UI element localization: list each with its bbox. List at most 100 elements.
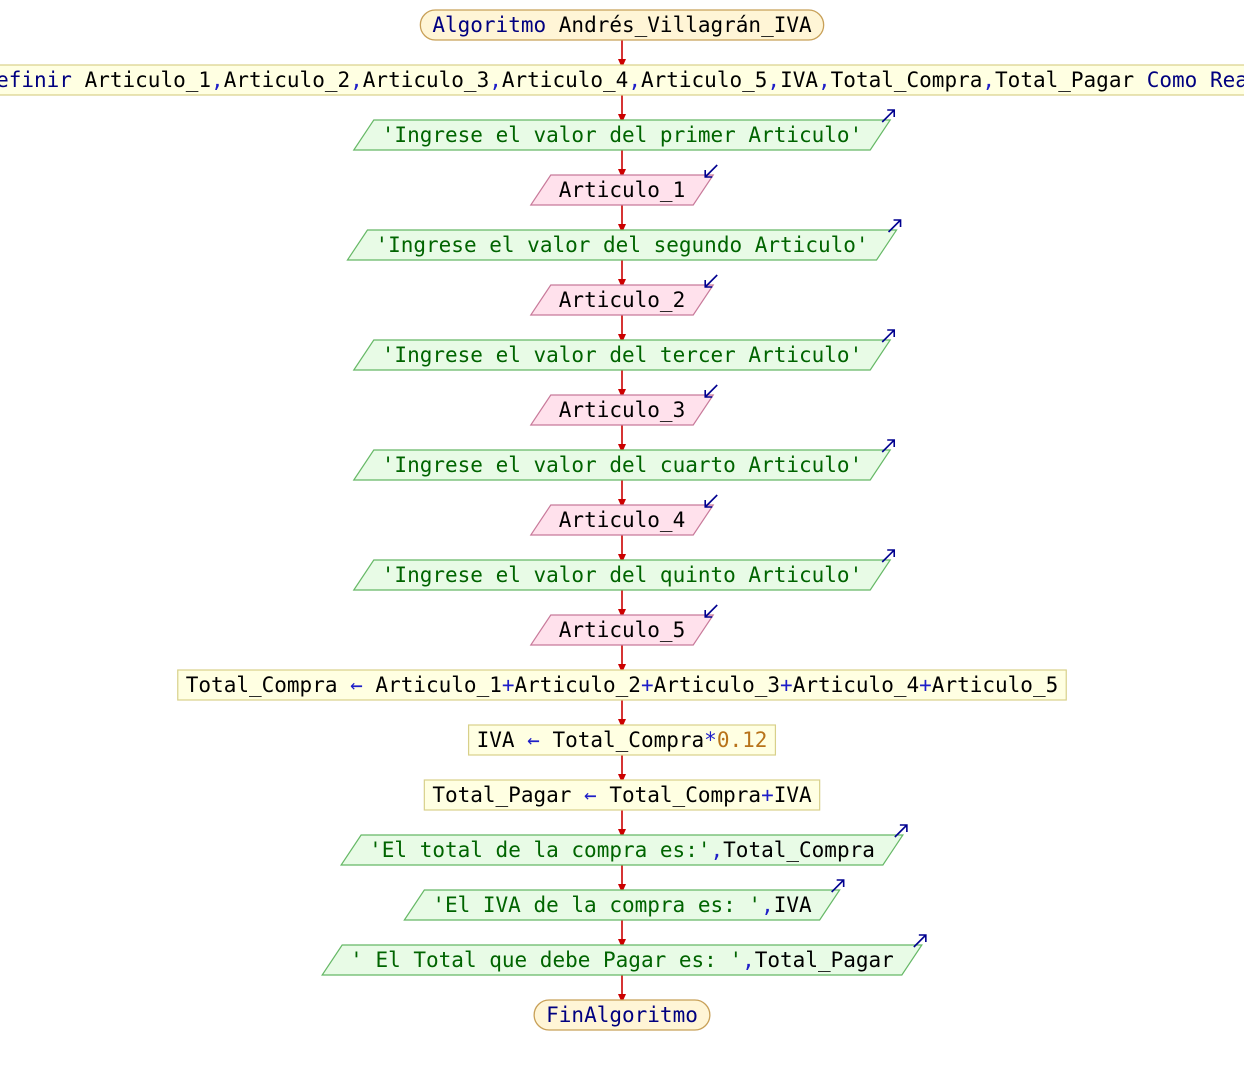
label-token: Total_Pagar — [432, 783, 571, 807]
output-arrow-icon — [881, 549, 896, 563]
node-label: Total_Pagar ← Total_Compra+IVA — [432, 783, 812, 807]
output-arrow-icon — [894, 824, 908, 838]
label-token: Total_Compra — [723, 838, 875, 862]
label-token: 0.12 — [717, 728, 768, 752]
flow-nodes: Algoritmo Andrés_Villagrán_IVA Definir Ar… — [0, 9, 1244, 1031]
input-shape — [529, 394, 715, 426]
flow-node-process: Total_Pagar ← Total_Compra+IVA — [423, 779, 821, 811]
node-label: Total_Compra ← Articulo_1+Articulo_2+Art… — [186, 673, 1058, 697]
flow-node-process: Definir Articulo_1,Articulo_2,Articulo_3… — [0, 64, 1244, 96]
label-token: 'El total de la compra es:' — [369, 838, 710, 862]
terminal-shape — [419, 9, 825, 41]
label-token: ' El Total que debe Pagar es: ' — [350, 948, 742, 972]
label-token: Total_Compra — [186, 673, 338, 697]
label-token: Total_Compra — [552, 728, 704, 752]
output-shape — [403, 889, 841, 921]
flow-node-input: Articulo_1 — [529, 164, 718, 206]
label-token: Real — [1197, 68, 1244, 92]
label-token: , — [211, 68, 224, 92]
label-token: 'El IVA de la compra es: ' — [432, 893, 761, 917]
node-label: Articulo_4 — [559, 508, 685, 532]
terminal-shape — [533, 999, 711, 1031]
output-shape — [321, 944, 923, 976]
output-arrow-icon — [887, 219, 902, 233]
input-arrow-icon — [704, 274, 718, 288]
process-shape — [177, 669, 1067, 701]
flow-node-output: 'Ingrese el valor del quinto Articulo' — [352, 549, 896, 591]
label-token: 'Ingrese el valor del tercer Articulo' — [382, 343, 862, 367]
label-token: Definir — [0, 68, 72, 92]
output-shape — [346, 229, 898, 261]
label-token: + — [761, 783, 774, 807]
label-token: , — [489, 68, 502, 92]
node-label: 'El total de la compra es:',Total_Compra — [369, 838, 875, 862]
label-token: 'Ingrese el valor del primer Articulo' — [382, 123, 862, 147]
output-arrow-icon — [913, 934, 927, 948]
label-token: Articulo_2 — [515, 673, 641, 697]
label-token: Articulo_3 — [363, 68, 489, 92]
label-token: Articulo_4 — [502, 68, 628, 92]
label-token: ← — [337, 673, 375, 697]
process-shape — [0, 64, 1244, 96]
output-shape — [352, 119, 892, 151]
label-token: , — [350, 68, 363, 92]
output-shape — [352, 339, 892, 371]
node-label: 'Ingrese el valor del cuarto Articulo' — [382, 453, 862, 477]
label-token: * — [704, 728, 717, 752]
label-token: Algoritmo — [432, 13, 546, 37]
label-token: , — [818, 68, 831, 92]
label-token: IVA — [477, 728, 515, 752]
process-shape — [423, 779, 821, 811]
label-token: 'Ingrese el valor del quinto Articulo' — [382, 563, 862, 587]
output-arrow-icon — [831, 879, 845, 893]
output-shape — [352, 559, 892, 591]
label-token: IVA — [780, 68, 818, 92]
output-arrow-icon — [881, 109, 896, 123]
input-arrow-icon — [704, 384, 718, 398]
label-token: FinAlgoritmo — [546, 1003, 698, 1027]
label-token: + — [780, 673, 793, 697]
flow-node-output: 'Ingrese el valor del tercer Articulo' — [352, 329, 896, 371]
output-shape — [340, 834, 904, 866]
output-arrow-icon — [881, 439, 896, 453]
flow-node-output: ' El Total que debe Pagar es: ',Total_Pa… — [321, 934, 927, 976]
node-label: 'El IVA de la compra es: ',IVA — [432, 893, 812, 917]
label-token: Articulo_1 — [559, 178, 685, 202]
label-token: + — [641, 673, 654, 697]
flow-node-output: 'Ingrese el valor del segundo Articulo' — [346, 219, 902, 261]
node-label: Articulo_1 — [559, 178, 685, 202]
flow-node-output: 'El total de la compra es:',Total_Compra — [340, 824, 908, 866]
label-token: Total_Pagar — [755, 948, 894, 972]
node-label: Articulo_2 — [559, 288, 685, 312]
input-shape — [529, 614, 715, 646]
flow-node-process: Total_Compra ← Articulo_1+Articulo_2+Art… — [177, 669, 1067, 701]
label-token: Articulo_2 — [224, 68, 350, 92]
label-token: 'Ingrese el valor del cuarto Articulo' — [382, 453, 862, 477]
output-shape — [352, 449, 892, 481]
node-label: Algoritmo Andrés_Villagrán_IVA — [432, 13, 812, 37]
label-token: , — [711, 838, 724, 862]
label-token: IVA — [774, 783, 812, 807]
node-label: 'Ingrese el valor del tercer Articulo' — [382, 343, 862, 367]
label-token: 'Ingrese el valor del segundo Articulo' — [375, 233, 868, 257]
flow-node-process: IVA ← Total_Compra*0.12 — [467, 724, 777, 756]
label-token: Articulo_3 — [559, 398, 685, 422]
label-token: Articulo_1 — [375, 673, 501, 697]
label-token: Articulo_2 — [559, 288, 685, 312]
label-token: ← — [571, 783, 609, 807]
node-label: Articulo_5 — [559, 618, 685, 642]
node-label: 'Ingrese el valor del quinto Articulo' — [382, 563, 862, 587]
label-token: , — [761, 893, 774, 917]
label-token: IVA — [774, 893, 812, 917]
flow-node-output: 'El IVA de la compra es: ',IVA — [403, 879, 845, 921]
node-label: IVA ← Total_Compra*0.12 — [477, 728, 768, 752]
input-shape — [529, 174, 715, 206]
label-token: ← — [515, 728, 553, 752]
input-arrow-icon — [704, 164, 718, 178]
input-shape — [529, 504, 715, 536]
input-shape — [529, 284, 715, 316]
label-token: Articulo_4 — [793, 673, 919, 697]
label-token: , — [628, 68, 641, 92]
label-token: Articulo_5 — [932, 673, 1058, 697]
